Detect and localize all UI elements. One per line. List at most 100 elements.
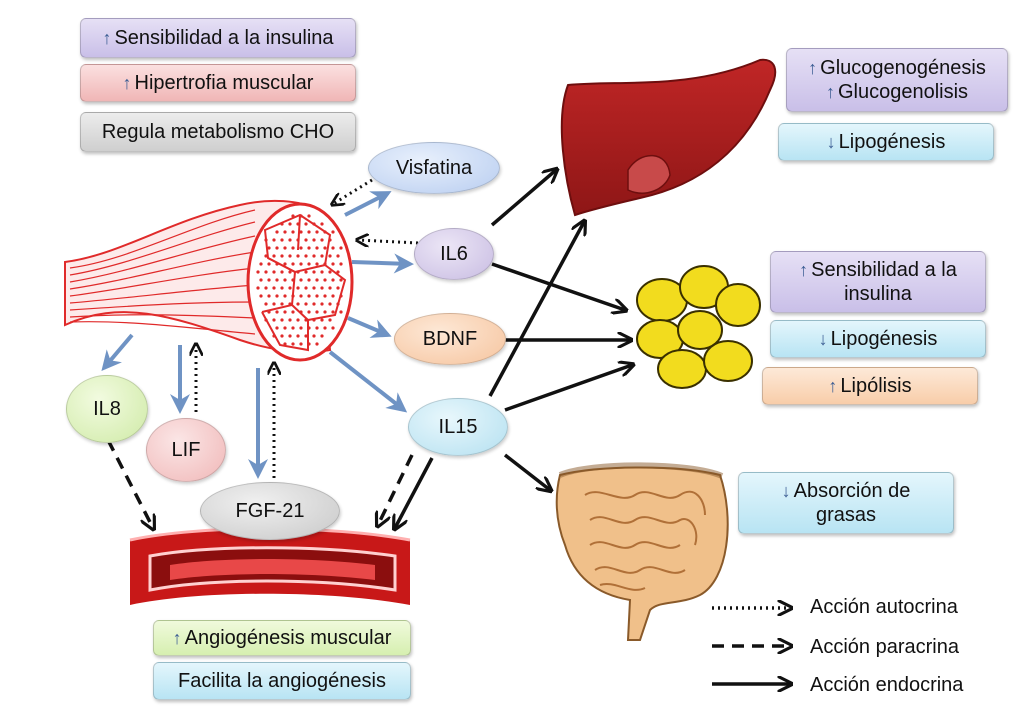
muscle-fiber-dot (283, 246, 287, 250)
muscle-insulin-sensitivity-box: ↑ Sensibilidad a la insulina (80, 18, 356, 58)
muscle-fiber-dot (296, 302, 300, 306)
adipose-lipolysis-label: Lipólisis (840, 375, 912, 397)
muscle-fiber-dot (299, 326, 303, 330)
myokine-lif: LIF (146, 418, 226, 482)
muscle-fiber-dot (304, 222, 308, 226)
muscle-fiber-dot (320, 334, 324, 338)
muscle-fiber-dot (331, 246, 335, 250)
muscle-fiber-dot (264, 254, 268, 258)
muscle-fiber-dot (315, 294, 319, 298)
muscle-fiber-dot (328, 286, 332, 290)
muscle-fiber-dot (291, 230, 295, 234)
muscle-fiber-dot (280, 318, 284, 322)
muscle-fiber-dot (304, 302, 308, 306)
muscle-fiber-dot (331, 230, 335, 234)
up-arrow-icon: ↑ (828, 376, 838, 396)
muscle-fiber-dot (312, 286, 316, 290)
muscle-fiber-dot (259, 278, 263, 282)
gluconeogenesis-label: Glucogenogénesis (820, 57, 986, 79)
myokine-visfatina: Visfatina (368, 142, 500, 194)
muscle-fiber-dot (307, 246, 311, 250)
legend-arrows (712, 608, 790, 684)
muscle-fiber-dot (307, 262, 311, 266)
muscle-fiber-dot (267, 278, 271, 282)
muscle-fiber-dot (336, 270, 340, 274)
adipose-insulin-label-1: Sensibilidad a la (811, 259, 957, 281)
liver-lipogenesis-box: ↓ Lipogénesis (778, 123, 994, 161)
muscle-fiber-dot (323, 262, 327, 266)
muscle-fiber-dot (299, 246, 303, 250)
muscle-fiber-dot (320, 238, 324, 242)
myokine-bdnf: BDNF (394, 313, 506, 365)
legend-paracrine: Acción paracrina (810, 636, 959, 658)
muscle-fiber-dot (323, 278, 327, 282)
myokine-il8: IL8 (66, 375, 148, 443)
il15-label: IL15 (438, 415, 478, 438)
muscle-fiber-dot (267, 262, 271, 266)
muscle-fiber-dot (307, 230, 311, 234)
adipose-tissue-illustration (636, 265, 761, 389)
muscle-fiber-dot (304, 270, 308, 274)
muscle-fiber-dot (328, 318, 332, 322)
fat-absorption-label-1: Absorción de (793, 480, 911, 502)
muscle-fiber-dot (320, 302, 324, 306)
muscle-fiber-dot (272, 254, 276, 258)
muscle-fiber-dot (331, 278, 335, 282)
muscle-fiber-dot (288, 270, 292, 274)
muscle-fiber-dot (320, 254, 324, 258)
muscle-fiber-dot (272, 238, 276, 242)
down-arrow-icon: ↓ (818, 329, 828, 349)
myokine-fgf21: FGF-21 (200, 482, 340, 540)
up-arrow-icon: ↑ (799, 260, 809, 280)
muscle-fiber-dot (288, 286, 292, 290)
muscle-fiber-dot (288, 254, 292, 258)
adipose-lipogenesis-label: Lipogénesis (830, 328, 938, 350)
muscle-fiber-dot (264, 318, 268, 322)
muscle-fiber-dot (256, 286, 260, 290)
muscle-fiber-dot (299, 262, 303, 266)
facilitates-angiogenesis-label: Facilita la angiogénesis (178, 670, 386, 692)
muscle-fiber-dot (315, 246, 319, 250)
up-arrow-icon: ↑ (825, 82, 835, 102)
muscle-fiber-dot (331, 262, 335, 266)
cho-metabolism-box: Regula metabolismo CHO (80, 112, 356, 152)
up-arrow-icon: ↑ (102, 28, 112, 48)
muscle-fiber-dot (291, 326, 295, 330)
muscle-fiber-dot (280, 222, 284, 226)
muscle-fiber-dot (312, 254, 316, 258)
muscle-fiber-dot (291, 246, 295, 250)
autocrine-arrows (196, 178, 419, 478)
liver-glucose-box: ↑Glucogenogénesis ↑Glucogenolisis (786, 48, 1008, 112)
muscle-illustration (64, 199, 354, 362)
muscle-fiber-dot (264, 270, 268, 274)
muscle-fiber-dot (312, 318, 316, 322)
muscle-fiber-dot (275, 262, 279, 266)
muscle-fiber-dot (296, 222, 300, 226)
muscle-fiber-dot (267, 246, 271, 250)
muscle-fiber-dot (304, 238, 308, 242)
muscle-fiber-dot (312, 238, 316, 242)
muscle-fiber-dot (336, 254, 340, 258)
il6-label: IL6 (440, 242, 468, 265)
muscle-fiber-dot (320, 270, 324, 274)
muscle-fiber-dot (259, 262, 263, 266)
muscle-fiber-dot (280, 302, 284, 306)
muscle-fiber-dot (328, 238, 332, 242)
visfatina-label: Visfatina (395, 156, 473, 179)
muscle-fiber-dot (312, 270, 316, 274)
muscle-hypertrophy-label: Hipertrofia muscular (134, 72, 314, 94)
fat-absorption-box: ↓Absorción de grasas (738, 472, 954, 534)
muscle-fiber-dot (336, 286, 340, 290)
muscle-fiber-dot (312, 302, 316, 306)
adipose-lipogenesis-box: ↓ Lipogénesis (770, 320, 986, 358)
down-arrow-icon: ↓ (826, 132, 836, 152)
muscle-fiber-dot (323, 230, 327, 234)
muscle-fiber-dot (323, 294, 327, 298)
muscle-fiber-dot (299, 310, 303, 314)
muscle-fiber-dot (288, 302, 292, 306)
muscle-fiber-dot (312, 334, 316, 338)
muscle-fiber-dot (275, 326, 279, 330)
legend-endocrine: Acción endocrina (810, 674, 964, 696)
muscle-fiber-dot (307, 326, 311, 330)
